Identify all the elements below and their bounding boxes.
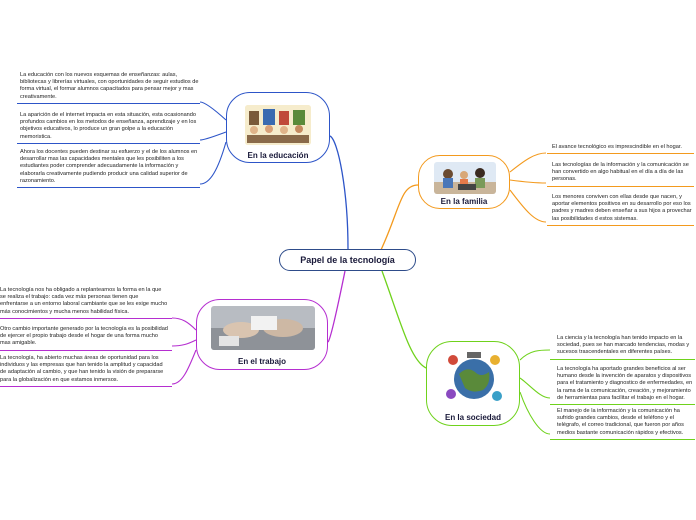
link-central-educacion xyxy=(329,135,349,250)
sociedad-note-3: El manejo de la información y la comunic… xyxy=(550,408,695,440)
trabajo-note-2: Otro cambio importante generado por la t… xyxy=(0,326,172,351)
node-trabajo[interactable]: En el trabajo xyxy=(196,299,328,370)
link-tra-note2 xyxy=(171,339,197,347)
sociedad-note-1: La ciencia y la tecnología han tenido im… xyxy=(550,335,695,360)
trabajo-note-3: La tecnología, ha abierto muchas áreas d… xyxy=(0,355,172,387)
familia-note-2: Las tecnologías de la información y la c… xyxy=(547,162,694,187)
node-educacion[interactable]: En la educación xyxy=(226,92,330,163)
link-soc-note1 xyxy=(519,349,551,361)
sociedad-note-2: La tecnología ha aportado grandes benefi… xyxy=(550,366,695,406)
trabajo-image xyxy=(211,306,315,350)
link-fam-note1 xyxy=(509,152,547,173)
educacion-image xyxy=(245,105,311,145)
link-tra-note3 xyxy=(171,349,197,385)
familia-note-1: El avance tecnológico es imprescindible … xyxy=(547,144,694,155)
sociedad-image xyxy=(445,350,503,408)
node-sociedad[interactable]: En la sociedad xyxy=(426,341,520,426)
link-edu-note2 xyxy=(199,131,227,141)
link-central-familia xyxy=(379,184,419,253)
familia-image xyxy=(434,162,496,194)
link-edu-note1 xyxy=(199,101,227,121)
link-central-trabajo xyxy=(327,270,346,343)
link-fam-note2 xyxy=(509,179,547,184)
educacion-note-3: Ahora los docentes pueden destinar su es… xyxy=(17,149,200,189)
trabajo-note-1: La tecnología nos ha obligado a replante… xyxy=(0,287,172,319)
trabajo-title: En el trabajo xyxy=(237,357,286,366)
link-soc-note2 xyxy=(519,377,551,399)
educacion-note-1: La educación con los nuevos esquemas de … xyxy=(17,72,200,104)
link-edu-note3 xyxy=(199,141,227,185)
familia-note-3: Los menores conviven con ellas desde que… xyxy=(547,194,694,226)
sociedad-title: En la sociedad xyxy=(444,413,502,422)
link-soc-note3 xyxy=(519,391,551,435)
link-central-sociedad xyxy=(381,270,427,369)
link-tra-note1 xyxy=(171,317,197,331)
familia-title: En la familia xyxy=(440,197,488,206)
central-topic-label: Papel de la tecnología xyxy=(300,255,395,265)
node-familia[interactable]: En la familia xyxy=(418,155,510,209)
link-fam-note3 xyxy=(509,189,547,223)
educacion-note-2: La aparición de el internet impacta en e… xyxy=(17,112,200,144)
central-topic[interactable]: Papel de la tecnología xyxy=(279,249,416,271)
educacion-title: En la educación xyxy=(247,151,309,160)
